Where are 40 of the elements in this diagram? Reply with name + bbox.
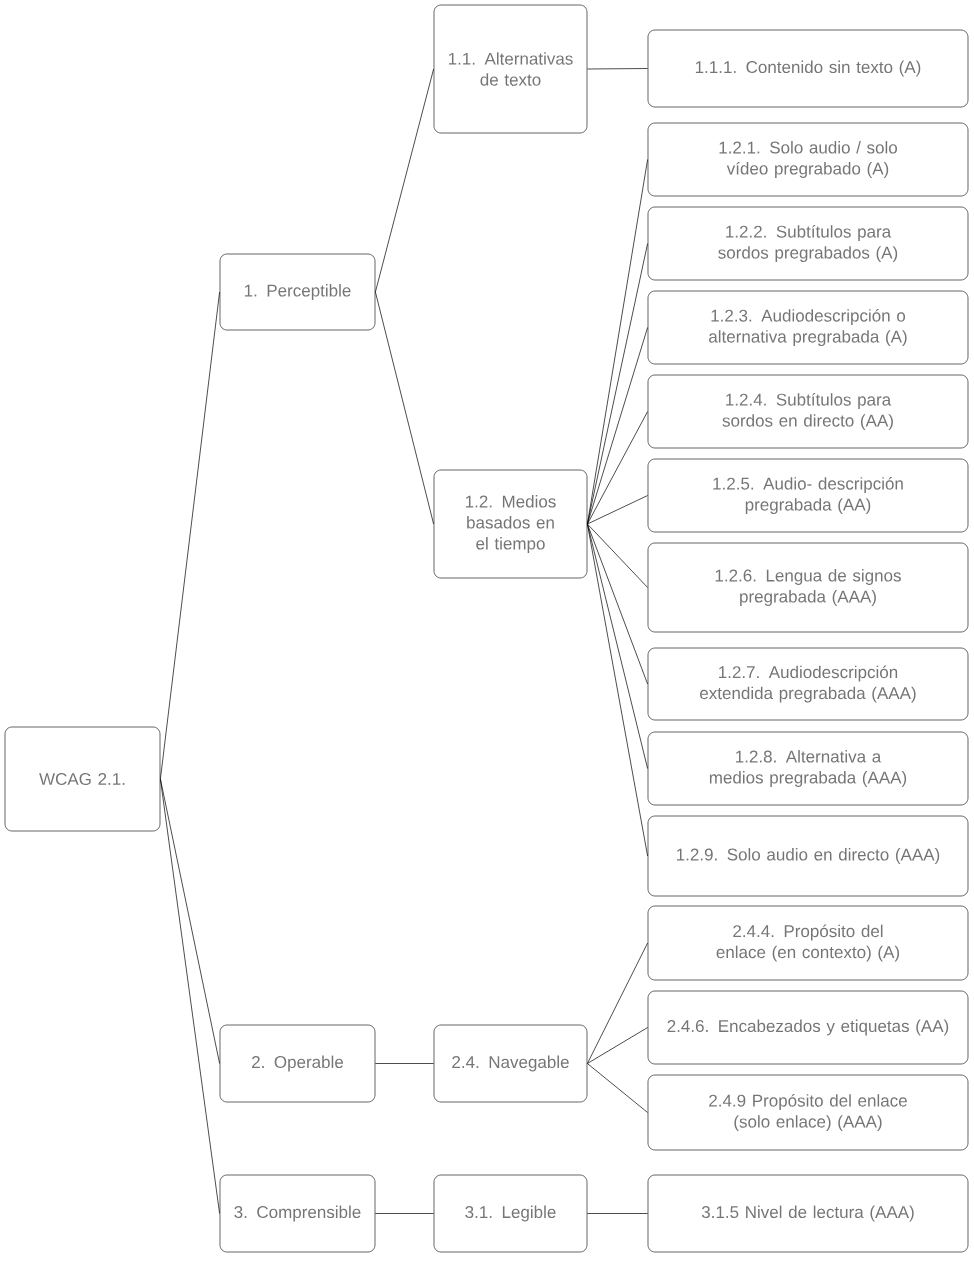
- connector-line: [587, 523, 648, 685]
- connector-line: [587, 523, 648, 588]
- connector-line: [587, 495, 648, 525]
- connector-line: [375, 1213, 434, 1214]
- node-box: 1. Perceptible: [219, 253, 376, 331]
- node-box: 1.2.1. Solo audio / solo vídeo pregrabado (A): [647, 122, 969, 197]
- connector-line: [587, 327, 648, 525]
- connector-line: [587, 411, 648, 525]
- node-box: 1.2.7. Audiodescripción extendida pregrabada (AAA): [647, 647, 969, 721]
- node-box: 1.2.6. Lengua de signos pregrabada (AAA): [647, 542, 969, 633]
- node-box: 3.1. Legible: [433, 1174, 588, 1253]
- node-box: 3.1.5 Nivel de lectura (AAA): [647, 1174, 969, 1253]
- connector-line: [587, 68, 648, 70]
- connector-line: [587, 1213, 648, 1214]
- connector-line: [160, 291, 220, 780]
- node-box: 1.2.8. Alternativa a medios pregrabada (AAA): [647, 731, 969, 806]
- node-box: 1.1. Alternativas de texto: [433, 4, 588, 134]
- node-box: 1.2.4. Subtítulos para sordos en directo (AA): [647, 374, 969, 449]
- node-box: 1.1.1. Contenido sin texto (A): [647, 29, 969, 108]
- connector-line: [587, 1027, 648, 1064]
- connector-line: [587, 942, 648, 1064]
- node-box: WCAG 2.1.: [4, 726, 161, 832]
- connector-line: [587, 523, 648, 857]
- connector-line: [160, 778, 220, 1214]
- connector-line: [160, 778, 220, 1064]
- connector-line: [375, 68, 434, 293]
- node-box: 1.2.3. Audiodescripción o alternativa pregrabada (A): [647, 290, 969, 365]
- connector-line: [375, 1063, 434, 1064]
- connector-line: [587, 1063, 648, 1113]
- node-box: 2.4.6. Encabezados y etiquetas (AA): [647, 990, 969, 1065]
- node-box: 1.2.5. Audio- descripción pregrabada (AA): [647, 458, 969, 533]
- node-box: 2.4.4. Propósito del enlace (en contexto) (A): [647, 905, 969, 981]
- node-box: 2. Operable: [219, 1024, 376, 1103]
- node-box: 3. Comprensible: [219, 1174, 376, 1253]
- node-box: 2.4.9 Propósito del enlace (solo enlace) (AAA): [647, 1074, 969, 1151]
- node-box: 1.2.9. Solo audio en directo (AAA): [647, 815, 969, 897]
- node-box: 2.4. Navegable: [433, 1024, 588, 1103]
- node-box: 1.2. Medios basados en el tiempo: [433, 469, 588, 579]
- connector-line: [375, 291, 434, 525]
- node-box: 1.2.2. Subtítulos para sordos pregrabados (A): [647, 206, 969, 281]
